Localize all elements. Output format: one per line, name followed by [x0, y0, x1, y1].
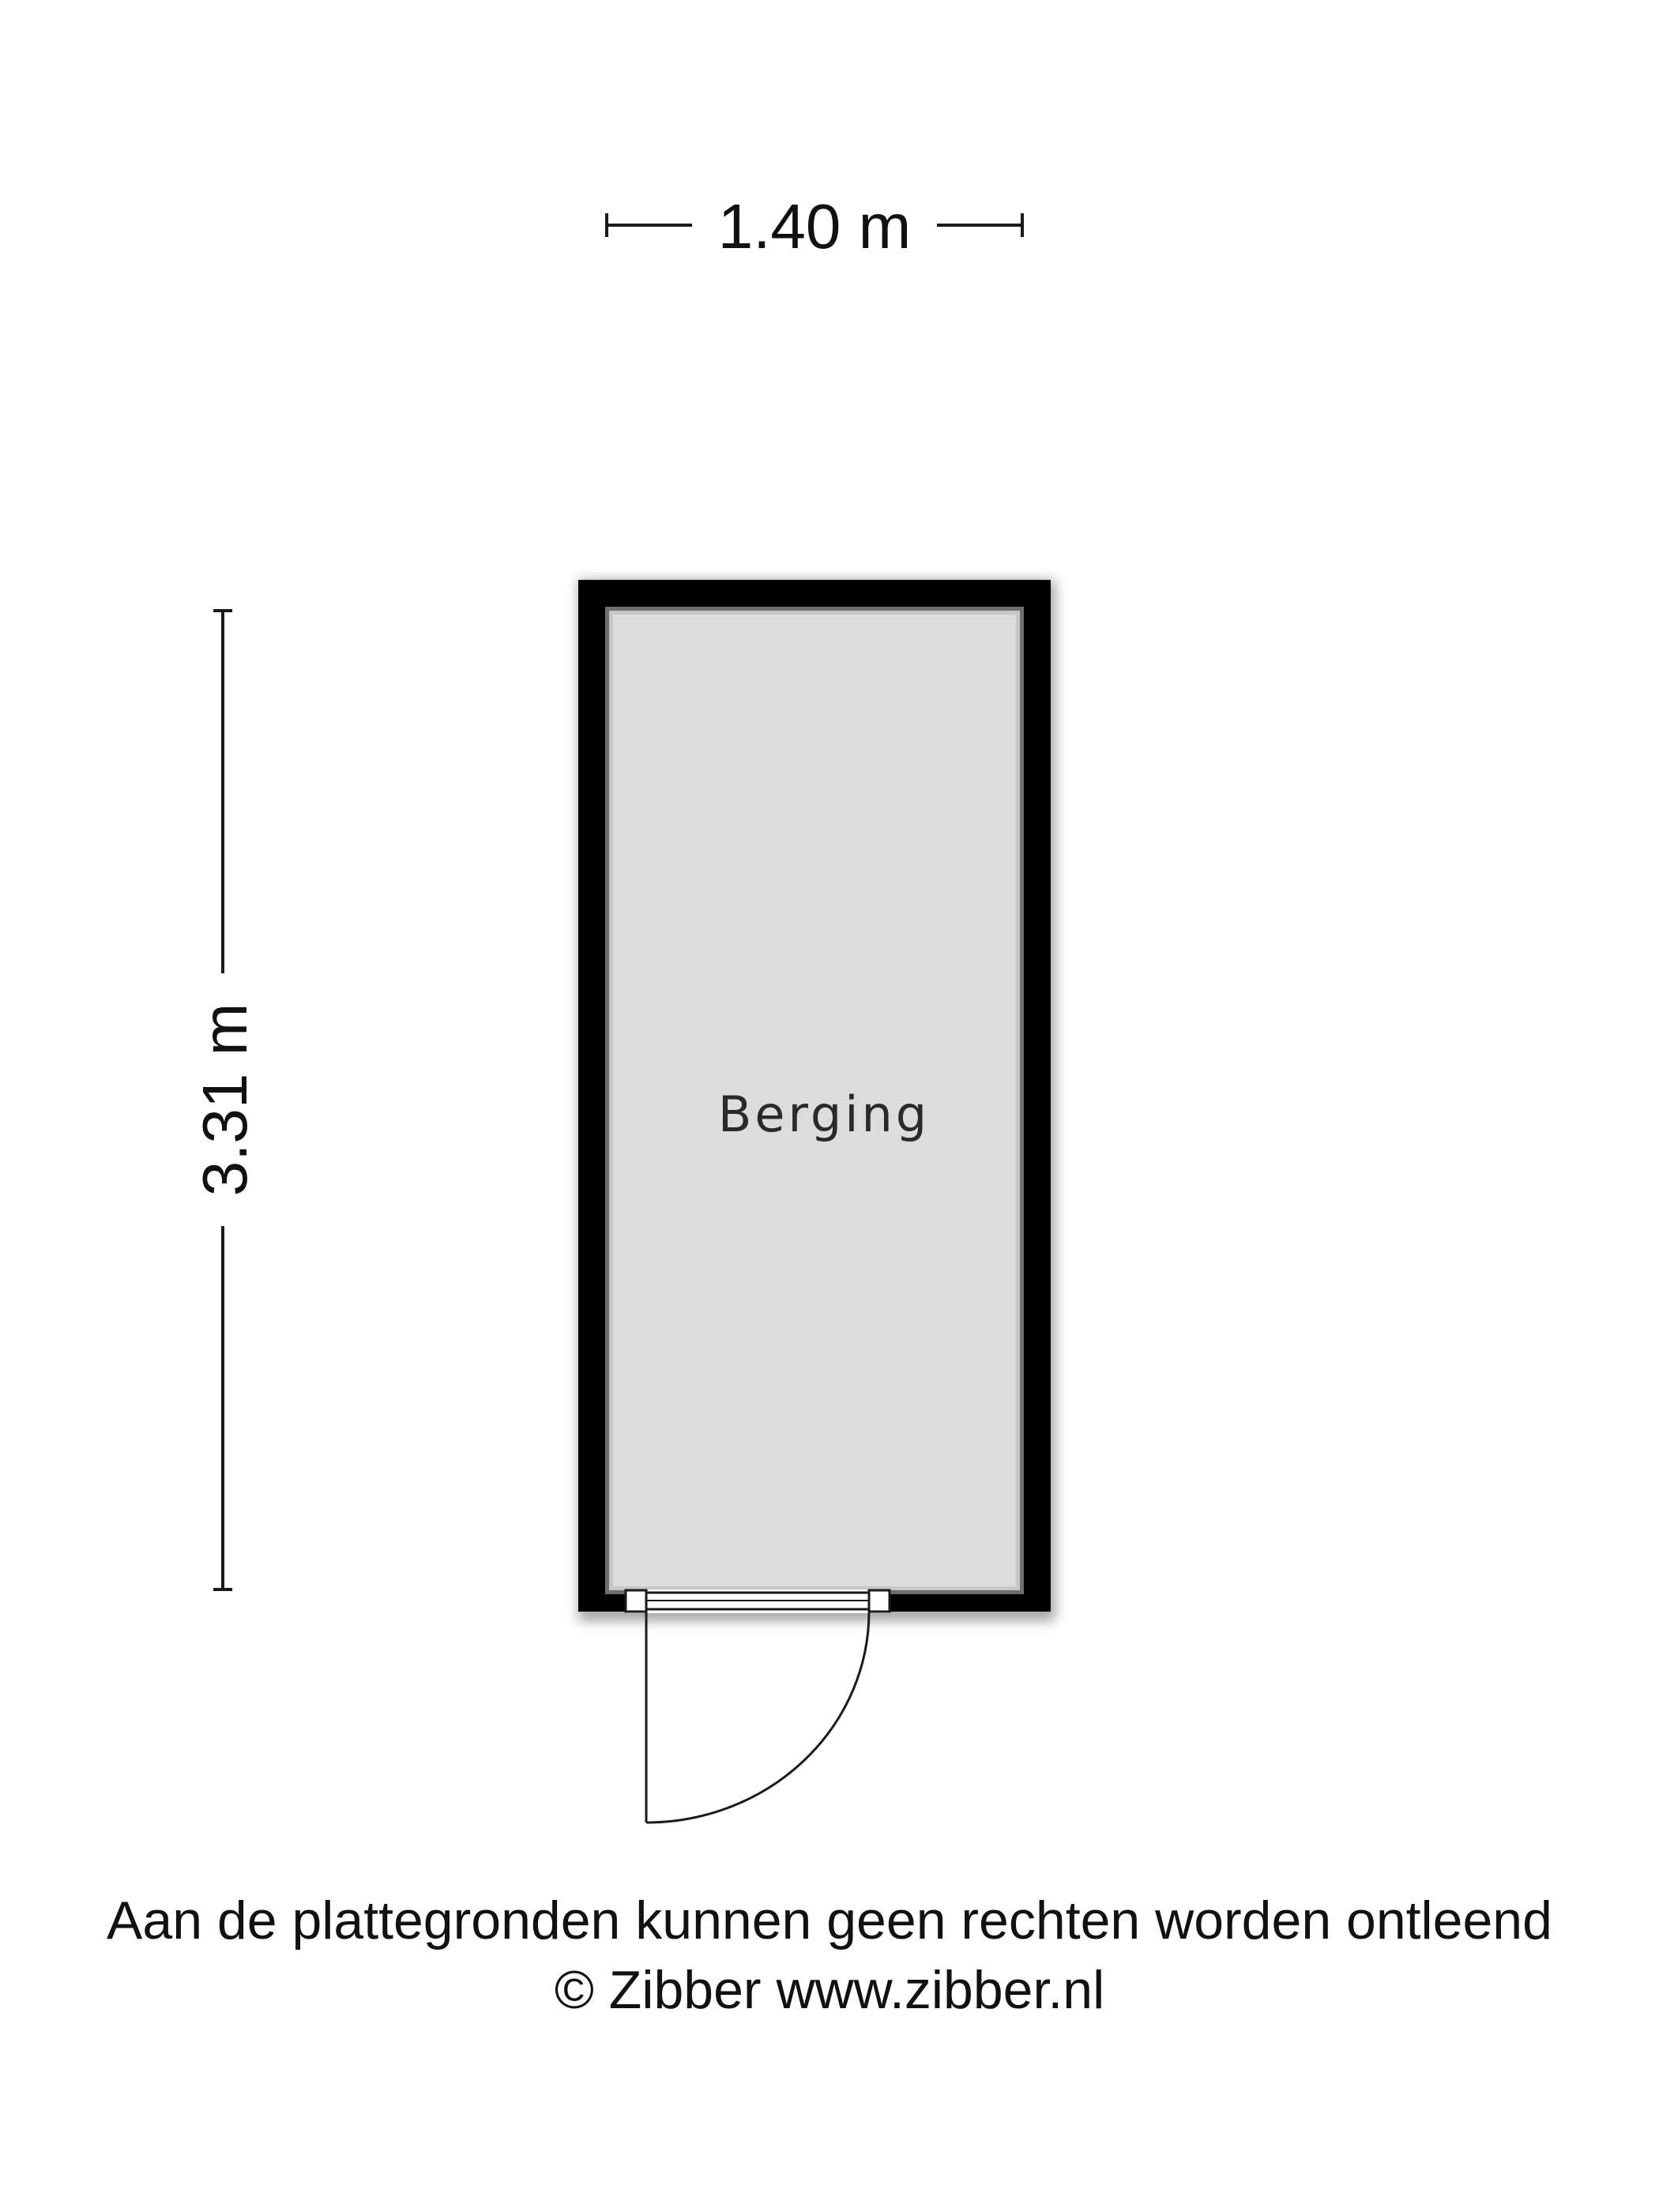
footer-disclaimer: Aan de plattegronden kunnen geen rechten… [107, 1890, 1552, 1951]
door-frame-left [624, 1589, 648, 1613]
room-berging: Berging [578, 580, 1055, 1621]
height-dimension-label: 3.31 m [190, 1003, 260, 1197]
door [624, 1589, 891, 1824]
width-dimension: 1.40 m [605, 191, 1024, 261]
footer-copyright: © Zibber www.zibber.nl [554, 1960, 1105, 2020]
width-dimension-label: 1.40 m [718, 191, 912, 261]
door-swing-arc [645, 1611, 871, 1824]
door-frame-right [867, 1589, 891, 1613]
room-floor [609, 611, 1020, 1590]
room-label: Berging [718, 1085, 930, 1143]
height-dimension: 3.31 m [190, 609, 260, 1591]
